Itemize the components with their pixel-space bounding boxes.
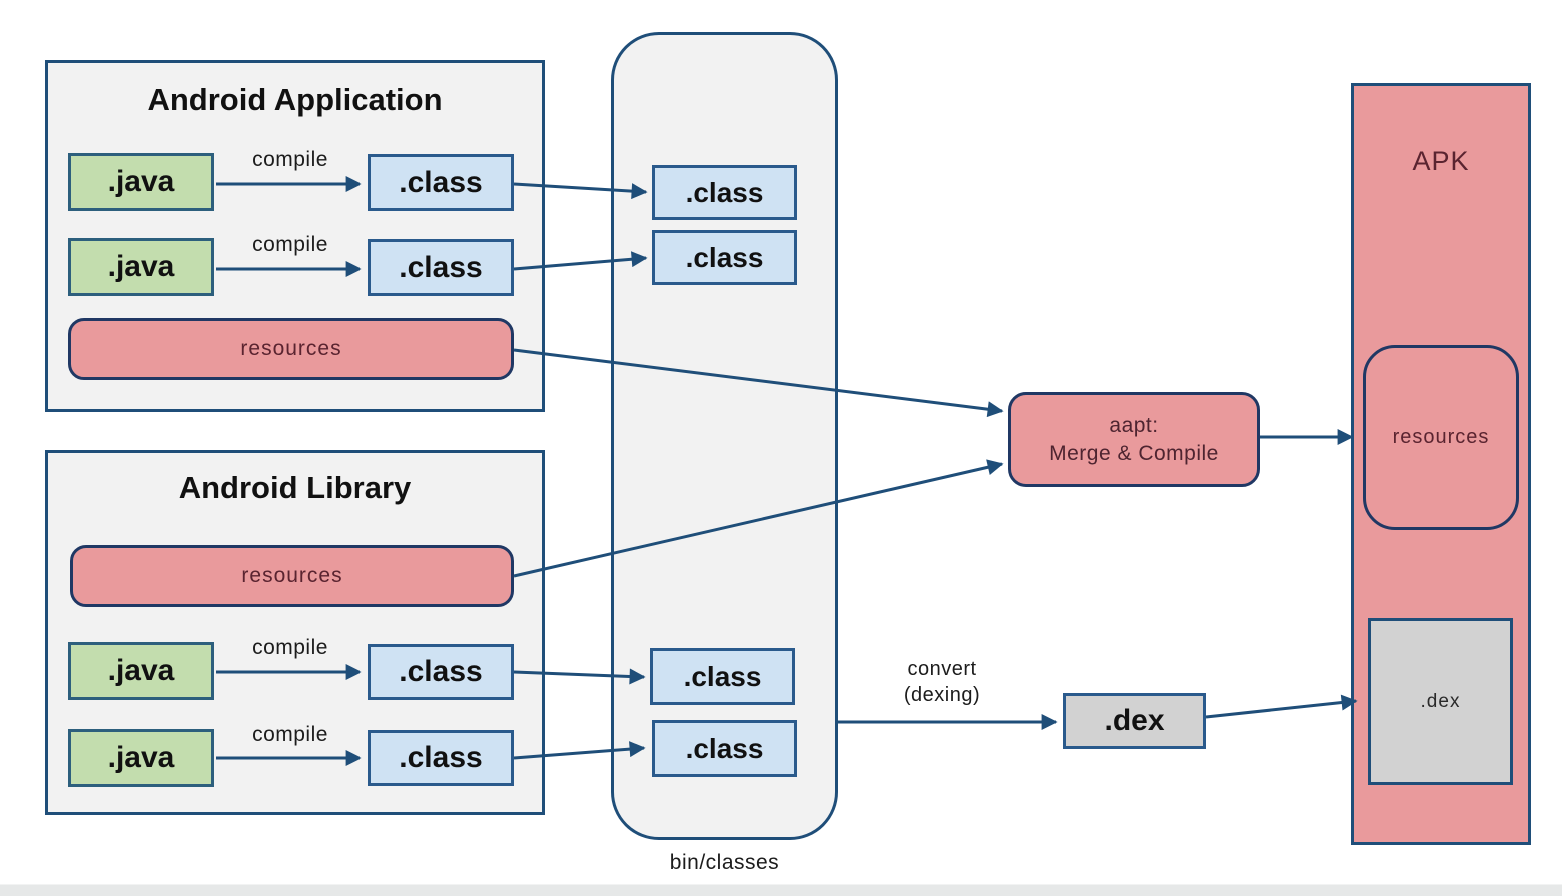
app-resources-label: resources xyxy=(240,337,342,360)
lib-class-file-2: .class xyxy=(368,730,514,786)
app-java-label-1: .java xyxy=(107,165,175,198)
apk-title: APK xyxy=(1412,146,1470,176)
convert-dexing-label: convert (dexing) xyxy=(882,656,1002,708)
app-java-file-1: .java xyxy=(68,153,214,211)
app-compile-label-1: compile xyxy=(252,148,328,171)
lib-resources-label: resources xyxy=(241,564,343,587)
bin-class-label-4: .class xyxy=(685,732,764,764)
bin-class-file-2: .class xyxy=(652,230,797,285)
aapt-merge-compile-box: aapt: Merge & Compile xyxy=(1008,392,1260,487)
android-library-title: Android Library xyxy=(178,470,412,505)
bin-class-label-3: .class xyxy=(683,660,762,692)
apk-resources-label: resources xyxy=(1392,426,1490,448)
app-class-file-2: .class xyxy=(368,239,514,296)
app-resources-box: resources xyxy=(68,318,514,380)
app-class-label-1: .class xyxy=(399,165,483,199)
bin-classes-caption: bin/classes xyxy=(669,851,780,874)
bin-class-file-3: .class xyxy=(650,648,795,705)
convert-label-line2: (dexing) xyxy=(903,684,981,706)
lib-class-file-1: .class xyxy=(368,644,514,700)
aapt-label-line2: Merge & Compile xyxy=(1049,441,1219,465)
app-compile-label-2: compile xyxy=(252,233,328,256)
bin-classes-container xyxy=(611,32,838,840)
app-class-label-2: .class xyxy=(399,250,483,284)
app-class-file-1: .class xyxy=(368,154,514,211)
bottom-scrollbar-strip xyxy=(0,884,1562,896)
apk-resources-box: resources xyxy=(1363,345,1519,530)
lib-class-label-1: .class xyxy=(399,655,483,688)
lib-compile-label-1: compile xyxy=(252,636,328,659)
lib-class-label-2: .class xyxy=(399,741,483,774)
lib-compile-label-2: compile xyxy=(252,723,328,746)
app-java-file-2: .java xyxy=(68,238,214,296)
convert-label-line1: convert xyxy=(907,658,977,680)
lib-resources-box: resources xyxy=(70,545,514,607)
bin-class-file-4: .class xyxy=(652,720,797,777)
lib-java-file-2: .java xyxy=(68,729,214,787)
arrow-dex-to-apk xyxy=(1205,694,1358,719)
bin-class-label-2: .class xyxy=(685,241,764,273)
aapt-label-line1: aapt: xyxy=(1109,413,1159,437)
lib-java-label-2: .java xyxy=(107,741,175,774)
dex-file-label: .dex xyxy=(1104,704,1165,737)
bin-class-file-1: .class xyxy=(652,165,797,220)
app-java-label-2: .java xyxy=(107,250,175,283)
bin-class-label-1: .class xyxy=(685,176,764,208)
apk-dex-box: .dex xyxy=(1368,618,1513,785)
apk-dex-label: .dex xyxy=(1420,690,1461,712)
dex-file-box: .dex xyxy=(1063,693,1206,749)
lib-java-label-1: .java xyxy=(107,654,175,687)
lib-java-file-1: .java xyxy=(68,642,214,700)
android-application-title: Android Application xyxy=(147,82,443,117)
